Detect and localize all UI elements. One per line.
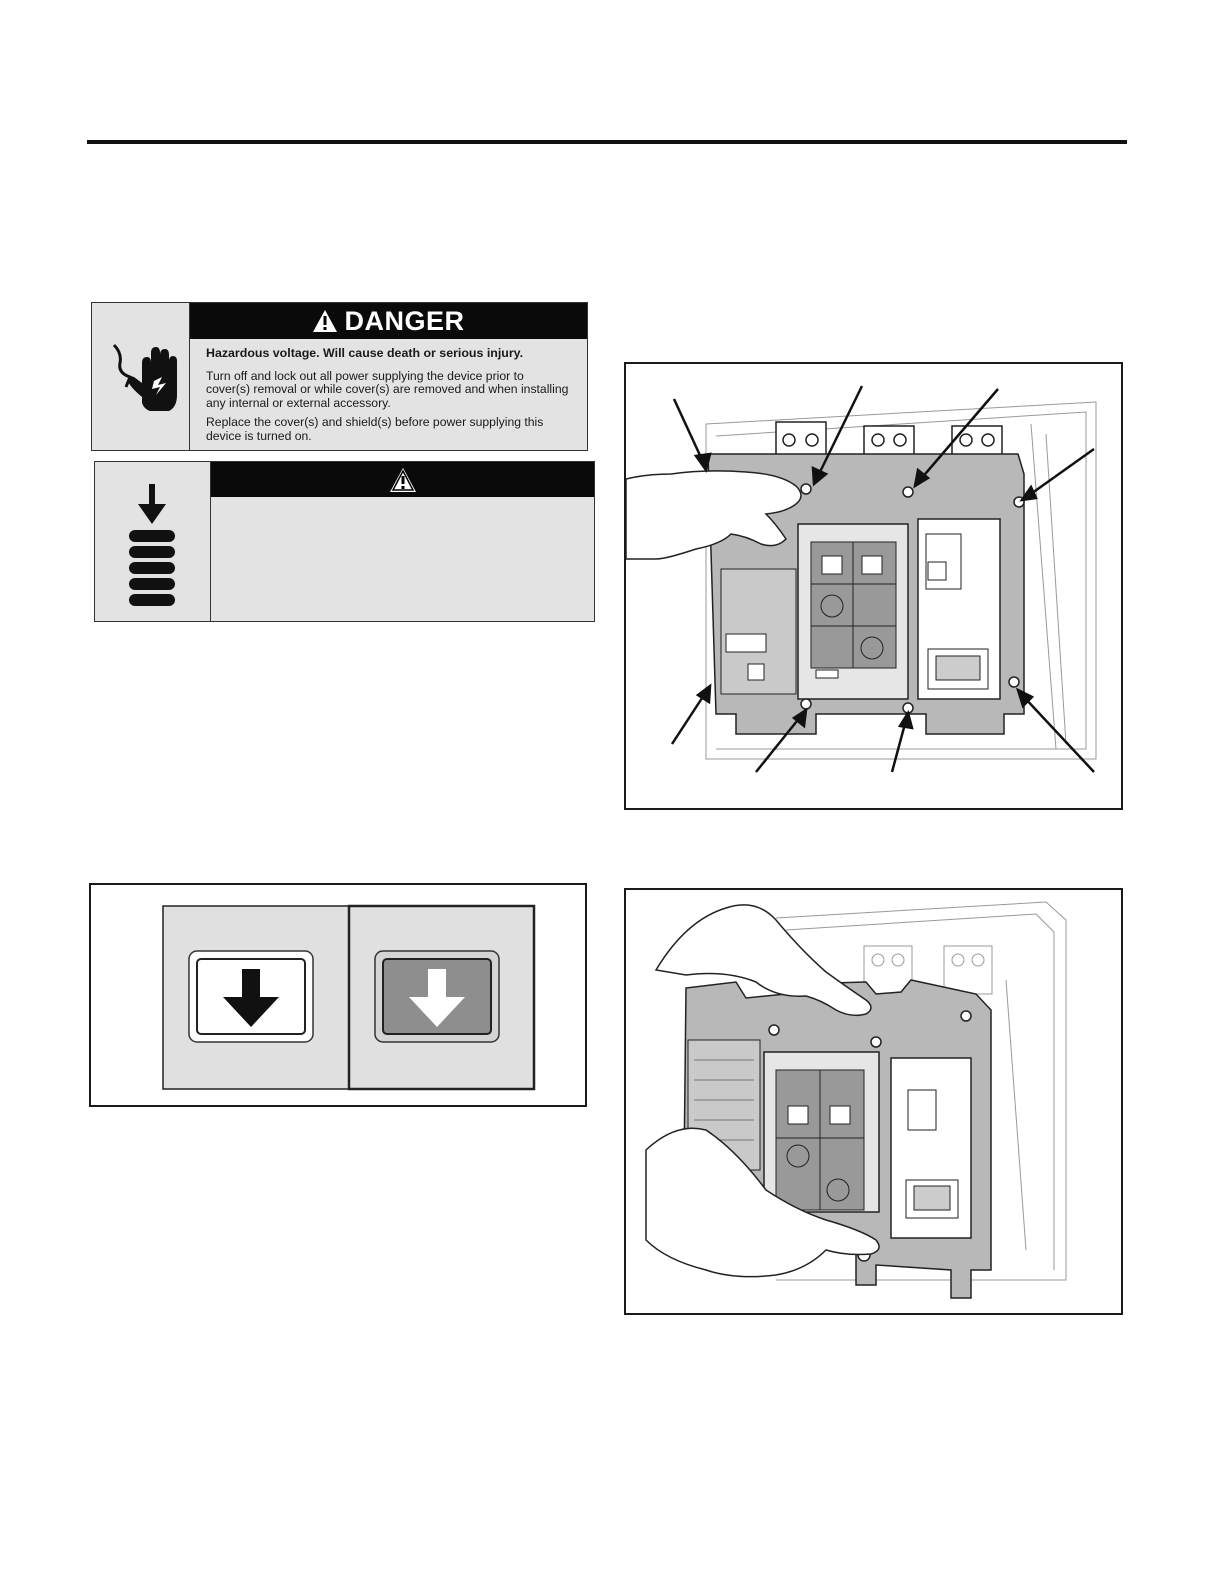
compressed-spring-icon — [95, 462, 211, 621]
arrow-down-icon — [188, 950, 314, 1043]
danger-body: Hazardous voltage. Will cause death or s… — [206, 346, 569, 450]
header-rule — [87, 140, 1127, 144]
breaker-cover-illustration — [624, 362, 1123, 810]
indicator-figure — [89, 883, 587, 1107]
signal-word: DANGER — [344, 305, 465, 336]
warning-triangle-icon — [313, 310, 338, 332]
warning-triangle-icon — [389, 467, 416, 492]
warning-header — [211, 462, 594, 497]
danger-header: DANGER — [190, 303, 587, 339]
danger-lead: Hazardous voltage. Will cause death or s… — [206, 346, 524, 360]
spring-warning-label — [94, 461, 595, 622]
danger-label: DANGER Hazardous voltage. Will cause dea… — [91, 302, 588, 451]
danger-paragraph-1: Turn off and lock out all power supplyin… — [206, 368, 569, 410]
danger-paragraph-2: Replace the cover(s) and shield(s) befor… — [206, 415, 544, 443]
arrow-down-outline-icon — [374, 950, 500, 1043]
hands-removing-cover-illustration — [624, 888, 1123, 1315]
electric-shock-hand-icon — [92, 303, 190, 450]
